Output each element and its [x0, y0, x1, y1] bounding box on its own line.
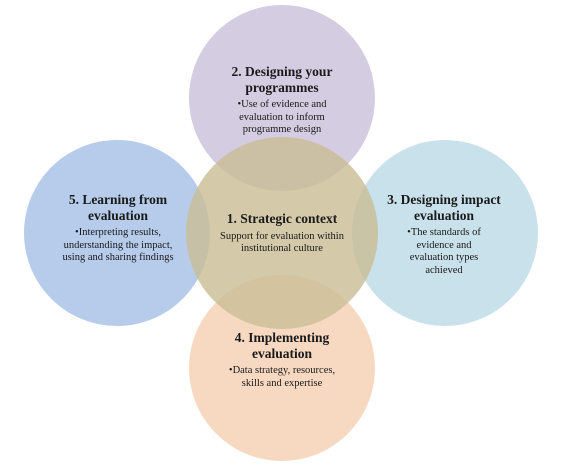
- center-title: 1. Strategic context: [226, 211, 338, 226]
- left-title: 5. Learning from evaluation: [68, 192, 168, 223]
- circle-designing-impact: [352, 140, 538, 326]
- bottom-title: 4. Implementing evaluation: [234, 330, 330, 361]
- circle-learning-evaluation: [24, 140, 210, 326]
- top-body: •Use of evidence and evaluation to infor…: [237, 99, 327, 136]
- top-title: 2. Designing your programmes: [231, 64, 333, 95]
- left-label-group: 5. Learning from evaluation •Interpretin…: [57, 192, 179, 265]
- right-body: •The standards of evidence and evaluatio…: [407, 227, 481, 276]
- left-body: •Interpreting results, understanding the…: [62, 227, 174, 264]
- bottom-body: •Data strategy, resources, skills and ex…: [228, 365, 336, 389]
- center-body: Support for evaluation within institutio…: [220, 230, 344, 255]
- bottom-label-group: 4. Implementing evaluation •Data strateg…: [218, 330, 346, 390]
- circle-implementing-evaluation: [189, 275, 375, 461]
- right-label-group: 3. Designing impact evaluation •The stan…: [378, 192, 510, 277]
- center-label-group: 1. Strategic context Support for evaluat…: [205, 211, 359, 256]
- circle-designing-programmes: [189, 5, 375, 191]
- right-title: 3. Designing impact evaluation: [387, 192, 501, 223]
- top-label-group: 2. Designing your programmes •Use of evi…: [212, 64, 352, 137]
- circle-strategic-context: [186, 137, 378, 329]
